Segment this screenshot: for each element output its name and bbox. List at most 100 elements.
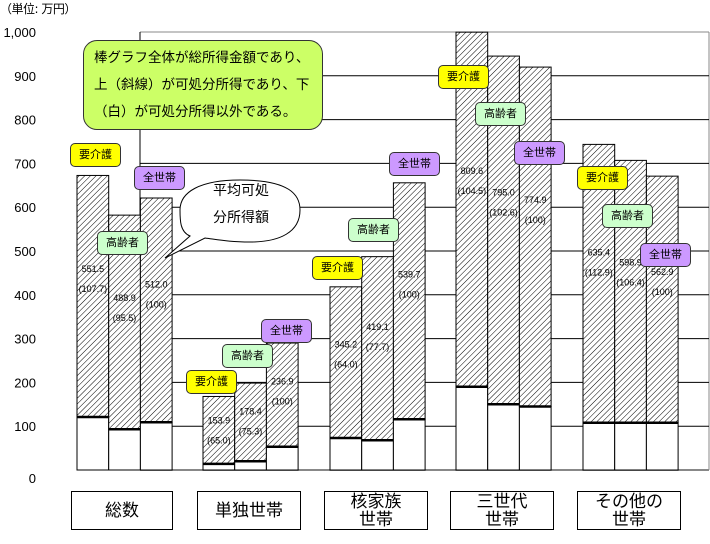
series-tag-all: 全世帯 xyxy=(134,166,185,190)
series-tag-care: 要介護 xyxy=(438,65,489,89)
category-label-line: その他の xyxy=(595,491,663,512)
category-label-line: 三世代 xyxy=(476,491,528,512)
data-label-value: 551.5 xyxy=(82,264,105,274)
data-label-value: 809.6 xyxy=(461,166,484,176)
bubble-line: 分所得額 xyxy=(213,210,269,226)
category-label-line: 核家族 xyxy=(350,491,402,512)
series-tag-all: 全世帯 xyxy=(261,319,312,343)
data-label-value: 178.4 xyxy=(239,406,262,416)
data-label-index: (104.5) xyxy=(458,186,487,196)
series-tag-elder: 高齢者 xyxy=(475,102,526,126)
bubble-text: 平均可処 分所得額 xyxy=(196,178,286,232)
y-tick-label: 300 xyxy=(14,332,36,347)
category-label: 総数 xyxy=(71,491,173,530)
data-label-value: 598.9 xyxy=(619,257,642,267)
bar-other-segment xyxy=(455,386,489,471)
series-tag-elder: 高齢者 xyxy=(348,218,399,242)
category-label: 三世代世帯 xyxy=(450,491,554,530)
bar-disposable-segment xyxy=(392,182,426,420)
bar-other-segment xyxy=(265,446,299,471)
data-label-index: (77.7) xyxy=(366,342,390,352)
series-tag-care: 要介護 xyxy=(70,143,121,167)
y-tick-label: 700 xyxy=(14,156,36,171)
y-tick-label: 1,000 xyxy=(3,25,36,40)
bar-other-segment xyxy=(108,428,141,471)
bar-disposable-segment xyxy=(614,159,647,424)
series-tag-all: 全世帯 xyxy=(389,152,440,176)
data-label-value: 774.9 xyxy=(524,195,547,205)
y-tick-label: 600 xyxy=(14,200,36,215)
series-tag-care: 要介護 xyxy=(312,256,363,280)
bar-other-segment xyxy=(392,418,426,471)
data-label-index: (106.4) xyxy=(616,277,645,287)
data-label-value: 539.7 xyxy=(398,269,421,279)
series-tag-all: 全世帯 xyxy=(640,243,691,267)
category-label: 単独世帯 xyxy=(197,491,301,530)
note-line: （白）が可処分所得以外である。 xyxy=(94,104,297,120)
series-tag-care: 要介護 xyxy=(186,370,237,394)
series-tag-care: 要介護 xyxy=(577,166,628,190)
series-tag-all: 全世帯 xyxy=(514,141,565,165)
bar-disposable-segment xyxy=(202,395,236,465)
bar-disposable-segment xyxy=(455,31,489,388)
y-tick-label: 200 xyxy=(14,375,36,390)
data-label-value: 512.0 xyxy=(145,280,168,290)
category-label-line: 世帯 xyxy=(359,509,393,530)
legend-note: 棒グラフ全体が総所得金額であり、 上（斜線）が可処分所得であり、下 （白）が可処… xyxy=(83,40,323,130)
data-label-index: (95.5) xyxy=(113,313,137,323)
data-label-index: (64.0) xyxy=(334,359,358,369)
bar-other-segment xyxy=(518,405,552,471)
bar-other-segment xyxy=(582,422,616,471)
data-label-index: (100) xyxy=(399,289,420,299)
data-label-index: (100) xyxy=(525,215,546,225)
data-label-value: 345.2 xyxy=(335,339,358,349)
bar-disposable-segment xyxy=(361,256,394,441)
category-label-line: 総数 xyxy=(105,500,139,521)
y-tick-label: 800 xyxy=(14,113,36,128)
bar-other-segment xyxy=(645,422,679,471)
series-tag-elder: 高齢者 xyxy=(222,344,273,368)
data-label-index: (100) xyxy=(146,300,167,310)
data-label-value: 419.1 xyxy=(366,322,389,332)
y-tick-label: 900 xyxy=(14,69,36,84)
data-label-index: (65.0) xyxy=(207,435,231,445)
bar-other-segment xyxy=(329,437,363,471)
y-tick-label: 100 xyxy=(14,419,36,434)
bar-other-segment xyxy=(487,403,520,471)
bar-other-segment xyxy=(76,416,110,471)
data-label-index: (112.9) xyxy=(585,268,613,278)
data-label-value: 562.9 xyxy=(651,267,674,277)
data-label-value: 635.4 xyxy=(588,248,611,258)
data-label-index: (75.3) xyxy=(239,426,263,436)
y-tick-label: 500 xyxy=(14,244,36,259)
category-label-line: 世帯 xyxy=(485,509,519,530)
unit-label: （単位: 万円） xyxy=(0,2,76,16)
category-label: 核家族世帯 xyxy=(324,491,428,530)
bar-disposable-segment xyxy=(329,286,363,439)
category-label-line: 世帯 xyxy=(612,509,646,530)
y-tick-label: 0 xyxy=(29,471,36,486)
bar-other-segment xyxy=(361,439,394,471)
y-tick-label: 400 xyxy=(14,288,36,303)
data-label-value: 488.9 xyxy=(113,293,136,303)
speech-bubble xyxy=(164,179,301,259)
category-label: その他の世帯 xyxy=(577,491,681,530)
series-tag-elder: 高齢者 xyxy=(602,204,653,228)
data-label-index: (100) xyxy=(272,397,293,407)
bubble-line: 平均可処 xyxy=(213,183,269,199)
bar-other-segment xyxy=(614,422,647,471)
bar-disposable-segment xyxy=(76,174,110,418)
note-line: 上（斜線）が可処分所得であり、下 xyxy=(94,77,310,93)
bar-disposable-segment xyxy=(234,382,267,462)
bar-other-segment xyxy=(234,460,267,471)
category-label-line: 単独世帯 xyxy=(215,500,283,521)
data-label-value: 236.9 xyxy=(271,377,294,387)
note-line: 棒グラフ全体が総所得金額であり、 xyxy=(94,50,310,66)
data-label-index: (107.7) xyxy=(79,284,108,294)
bar-other-segment xyxy=(139,421,173,471)
data-label-index: (100) xyxy=(652,287,673,297)
data-label-value: 795.0 xyxy=(492,187,515,197)
data-label-value: 153.9 xyxy=(208,415,231,425)
data-label-index: (102.6) xyxy=(489,207,518,217)
series-tag-elder: 高齢者 xyxy=(97,231,148,255)
